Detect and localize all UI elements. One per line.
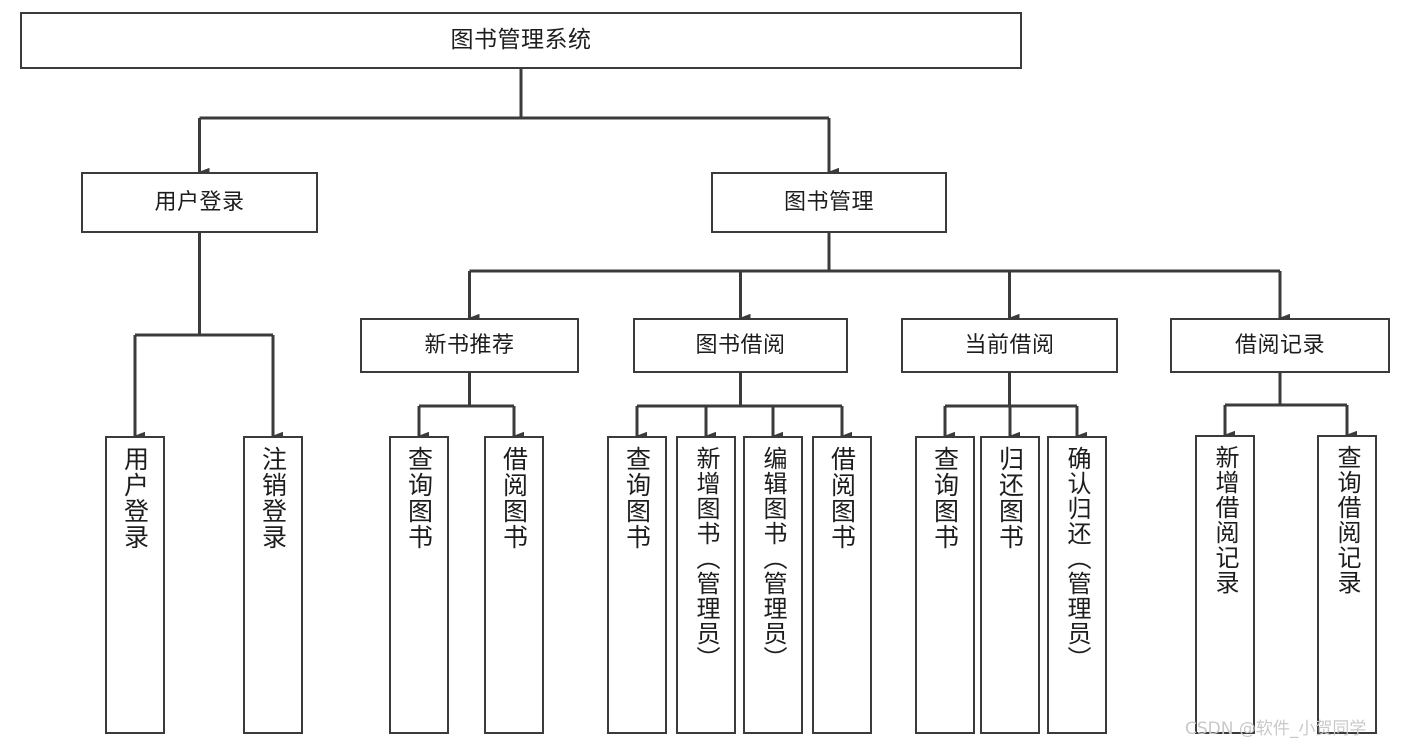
node-borrow: 图书借阅 [633,318,848,373]
node-records: 借阅记录 [1170,318,1390,373]
node-leaf-5: 查询图书 [607,436,667,734]
node-label: 新增借阅记录 [1211,445,1239,595]
node-leaf-12: 新增借阅记录 [1195,435,1255,734]
node-leaf-2: 注销登录 [243,436,303,734]
node-label: 查询图书 [930,446,960,550]
node-leaf-9: 查询图书 [915,436,975,734]
node-leaf-6: 新增图书（管理员） [676,436,736,734]
node-newbook: 新书推荐 [360,318,579,373]
node-label: 归还图书 [995,446,1025,550]
node-label: 借阅图书 [827,446,857,550]
node-label: 新增图书（管理员） [692,446,720,671]
node-label: 借阅图书 [499,446,529,550]
node-leaf-11: 确认归还（管理员） [1047,436,1107,734]
node-label: 查询图书 [622,446,652,550]
node-leaf-4: 借阅图书 [484,436,544,734]
node-root: 图书管理系统 [20,12,1022,69]
node-leaf-8: 借阅图书 [812,436,872,734]
node-label: 确认归还（管理员） [1063,446,1091,671]
node-leaf-10: 归还图书 [980,436,1040,734]
node-label: 编辑图书（管理员） [759,446,787,671]
node-label: 图书借阅 [695,332,786,358]
node-label: 注销登录 [258,446,288,550]
node-label: 用户登录 [120,446,150,550]
node-label: 借阅记录 [1234,332,1325,358]
node-label: 图书管理 [783,189,874,215]
node-current: 当前借阅 [901,318,1118,373]
node-label: 查询图书 [404,446,434,550]
node-leaf-7: 编辑图书（管理员） [743,436,803,734]
node-label: 新书推荐 [424,332,515,358]
node-leaf-1: 用户登录 [105,436,165,734]
node-label: 图书管理系统 [450,27,592,54]
node-label: 查询借阅记录 [1333,445,1361,595]
node-leaf-13: 查询借阅记录 [1317,435,1377,734]
node-login: 用户登录 [81,172,318,233]
node-bookmgmt: 图书管理 [711,172,947,233]
csdn-watermark: CSDN @软件_小贺同学 [1185,719,1367,739]
node-label: 当前借阅 [964,332,1055,358]
node-leaf-3: 查询图书 [389,436,449,734]
node-label: 用户登录 [154,189,245,215]
